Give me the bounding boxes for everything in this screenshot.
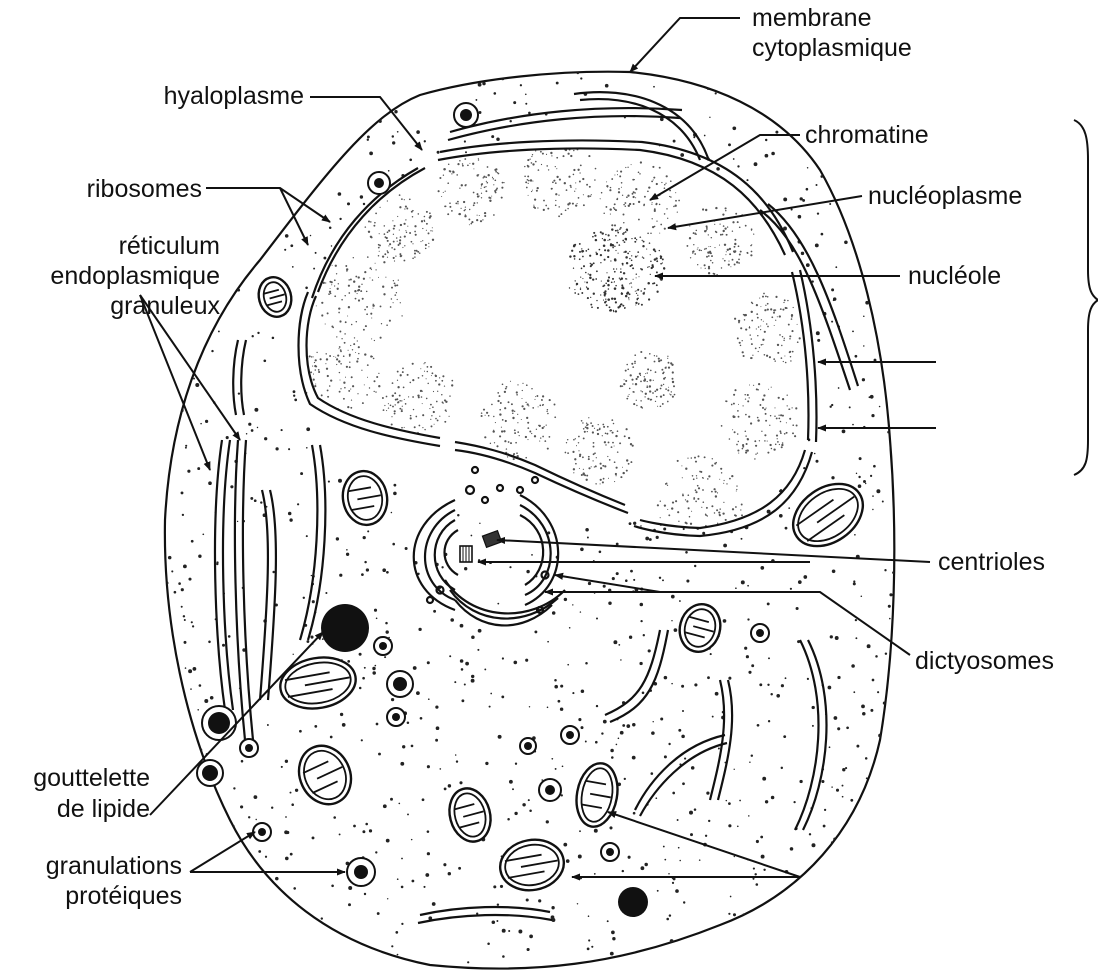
label-membrane-1: membrane (752, 4, 872, 32)
label-membrane-2: cytoplasmique (752, 34, 912, 62)
granulations-arrow-1 (190, 832, 255, 872)
label-centrioles: centrioles (938, 548, 1045, 576)
label-granulations-2: protéiques (65, 882, 182, 910)
label-reticulum-3: granuleux (110, 292, 220, 320)
brace-icon (1074, 120, 1098, 475)
label-reticulum-2: endoplasmique (50, 262, 220, 290)
membrane-arrow (630, 18, 740, 72)
label-dictyosomes: dictyosomes (915, 647, 1054, 675)
label-gouttelette-2: de lipide (57, 795, 150, 823)
label-nucleoplasme: nucléoplasme (868, 182, 1022, 210)
dictyosomes-arrow-1 (555, 575, 660, 592)
label-gouttelette-1: gouttelette (33, 764, 150, 792)
centrioles-arrow-1 (497, 540, 930, 562)
centrioles-organelle (460, 531, 502, 562)
label-granulations-1: granulations (46, 852, 182, 880)
mitochondria-arrow-1 (608, 812, 800, 877)
label-ribosomes: ribosomes (87, 175, 202, 203)
label-nucleole: nucléole (908, 262, 1001, 290)
label-hyaloplasme: hyaloplasme (164, 82, 304, 110)
label-reticulum-1: réticulum (119, 232, 220, 260)
label-chromatine: chromatine (805, 121, 929, 149)
hyaloplasme-arrow (310, 97, 422, 150)
